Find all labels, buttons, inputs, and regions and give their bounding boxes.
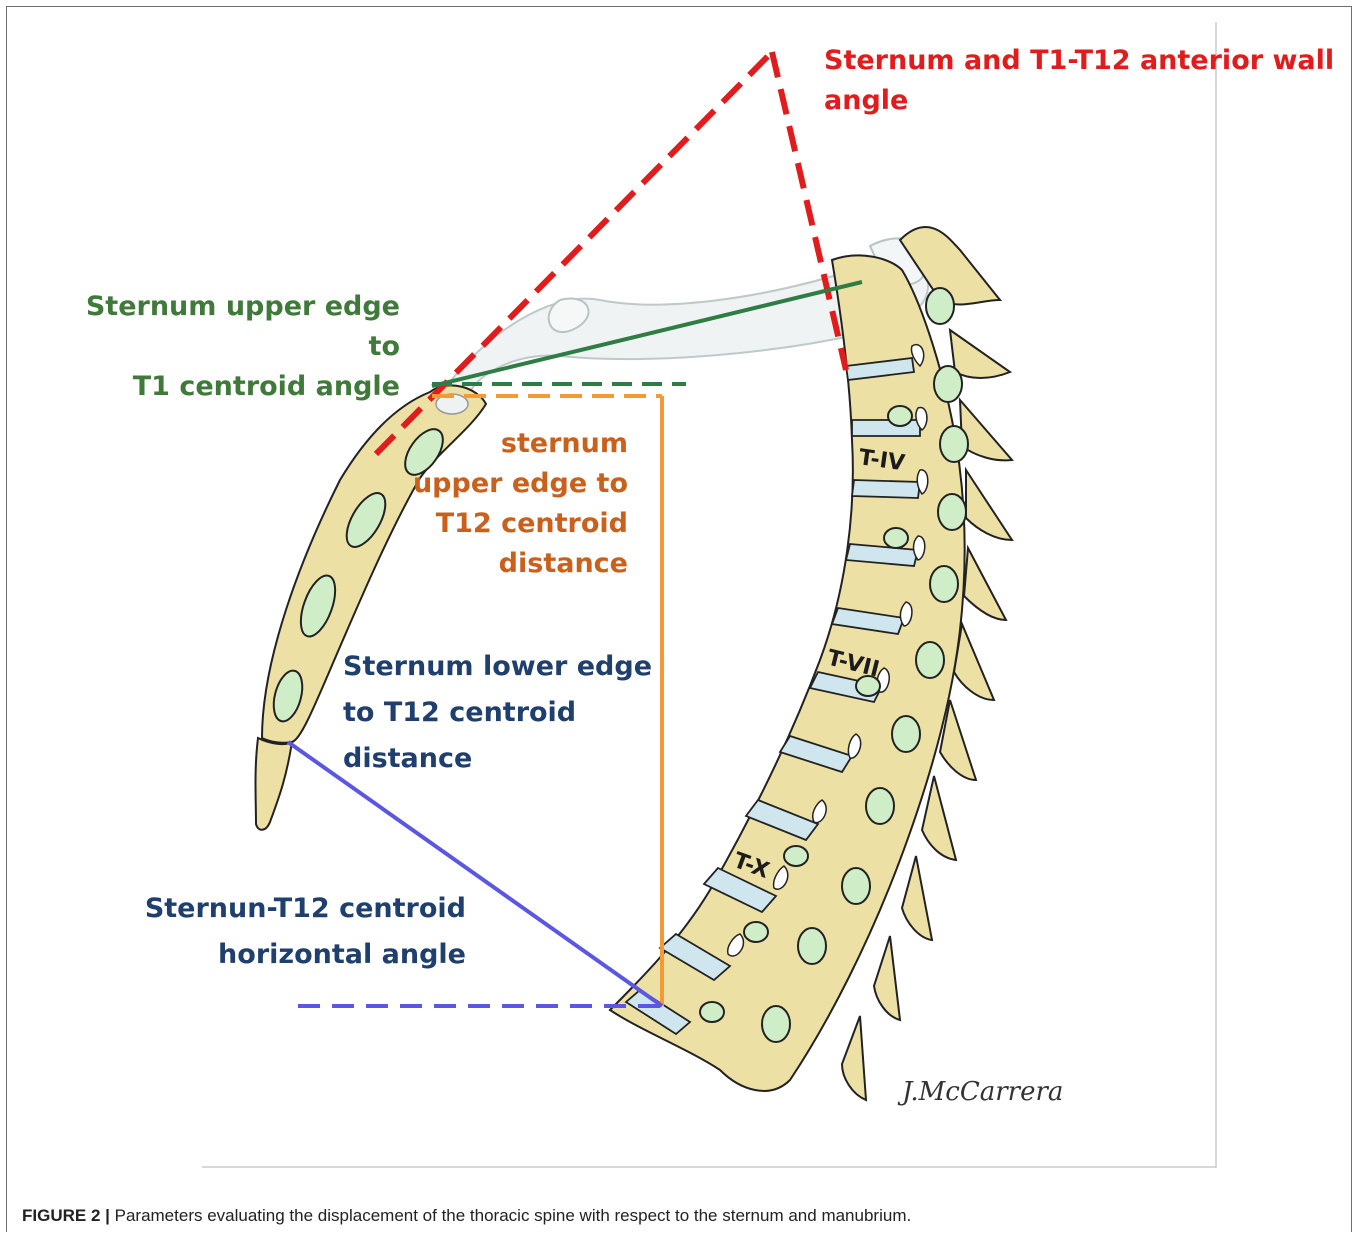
label-horizontal-angle: Sternun-T12 centroid horizontal angle xyxy=(130,886,466,978)
label-upper-edge-t1-angle: Sternum upper edge to T1 centroid angle xyxy=(60,287,400,407)
caption-text: Parameters evaluating the displacement o… xyxy=(110,1206,911,1225)
artist-signature: J.McCarrera xyxy=(897,1077,1063,1107)
label-upper-edge-t12-distance: sternum upper edge to T12 centroid dista… xyxy=(400,424,628,584)
figure-caption: FIGURE 2 | Parameters evaluating the dis… xyxy=(22,1206,911,1226)
label-anterior-wall-angle: Sternum and T1-T12 anterior wall angle xyxy=(824,41,1334,121)
caption-prefix: FIGURE 2 | xyxy=(22,1206,110,1225)
label-lower-edge-t12-distance: Sternum lower edge to T12 centroid dista… xyxy=(343,644,652,782)
